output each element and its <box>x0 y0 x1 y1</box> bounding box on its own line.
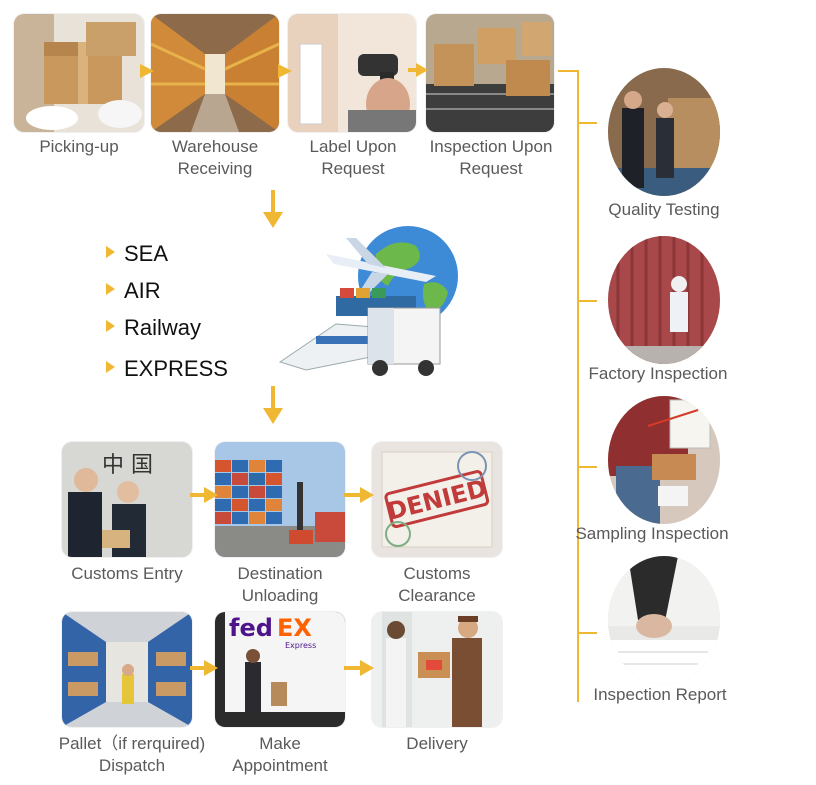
arrow-right-icon <box>344 660 374 676</box>
bracket-tick <box>577 466 597 468</box>
inspection-service-label: Quality Testing <box>586 200 742 220</box>
step-label: Customs Clearance <box>367 563 507 607</box>
arrow-right-icon <box>344 487 374 503</box>
transport-mode-label: SEA <box>124 241 168 266</box>
step-label: Make Appointment <box>210 733 350 777</box>
transport-mode-label: Railway <box>124 315 201 340</box>
bracket-line <box>577 70 579 702</box>
triangle-bullet-icon <box>106 283 115 295</box>
bracket-connector <box>558 70 578 72</box>
transport-mode-label: EXPRESS <box>124 356 228 381</box>
delivery-photo <box>372 612 502 727</box>
inspection-upon-request-photo <box>426 14 554 132</box>
transport-mode-label: AIR <box>124 278 161 303</box>
arrow-right-icon <box>140 64 154 78</box>
inspection-service-label: Sampling Inspection <box>574 524 730 544</box>
destination-unloading-photo <box>215 442 345 557</box>
svg-text:fed: fed <box>229 614 273 642</box>
sampling-inspection-photo <box>608 396 720 524</box>
bracket-tick <box>577 122 597 124</box>
bracket-tick <box>577 632 597 634</box>
bracket-tick <box>577 300 597 302</box>
globe-transport-illustration <box>276 224 466 380</box>
arrow-right-icon <box>408 63 428 77</box>
picking-up-photo <box>14 14 144 132</box>
step-label: Warehouse Receiving <box>146 136 284 180</box>
transport-mode-sea: SEA <box>106 241 168 267</box>
svg-text:中 国: 中 国 <box>102 453 153 478</box>
transport-mode-air: AIR <box>106 278 161 304</box>
step-label: Destination Unloading <box>210 563 350 607</box>
transport-mode-express: EXPRESS <box>106 356 228 382</box>
customs-clearance-photo: DENIED <box>372 442 502 557</box>
step-label: Customs Entry <box>52 563 202 585</box>
warehouse-receiving-photo <box>151 14 279 132</box>
arrow-right-icon <box>190 487 218 503</box>
quality-testing-photo <box>608 68 720 196</box>
step-label: Picking-up <box>14 136 144 158</box>
pallet-dispatch-photo <box>62 612 192 727</box>
inspection-report-photo <box>608 556 720 684</box>
arrow-down-icon <box>262 386 284 426</box>
triangle-bullet-icon <box>106 320 115 332</box>
inspection-service-label: Factory Inspection <box>578 364 738 384</box>
label-upon-request-photo <box>288 14 416 132</box>
arrow-right-icon <box>278 64 292 78</box>
transport-mode-railway: Railway <box>106 315 201 341</box>
step-label: Delivery <box>367 733 507 755</box>
step-label: Inspection Upon Request <box>418 136 564 180</box>
make-appointment-photo: fed EX Express <box>215 612 345 727</box>
triangle-bullet-icon <box>106 361 115 373</box>
svg-text:EX: EX <box>277 614 312 642</box>
step-label: Label Upon Request <box>284 136 422 180</box>
svg-text:Express: Express <box>285 641 316 650</box>
factory-inspection-photo <box>608 236 720 364</box>
triangle-bullet-icon <box>106 246 115 258</box>
arrow-right-icon <box>190 660 218 676</box>
customs-entry-photo: 中 国 <box>62 442 192 557</box>
inspection-service-label: Inspection Report <box>582 685 738 705</box>
step-label: Pallet（if rerquired) Dispatch <box>44 733 220 777</box>
